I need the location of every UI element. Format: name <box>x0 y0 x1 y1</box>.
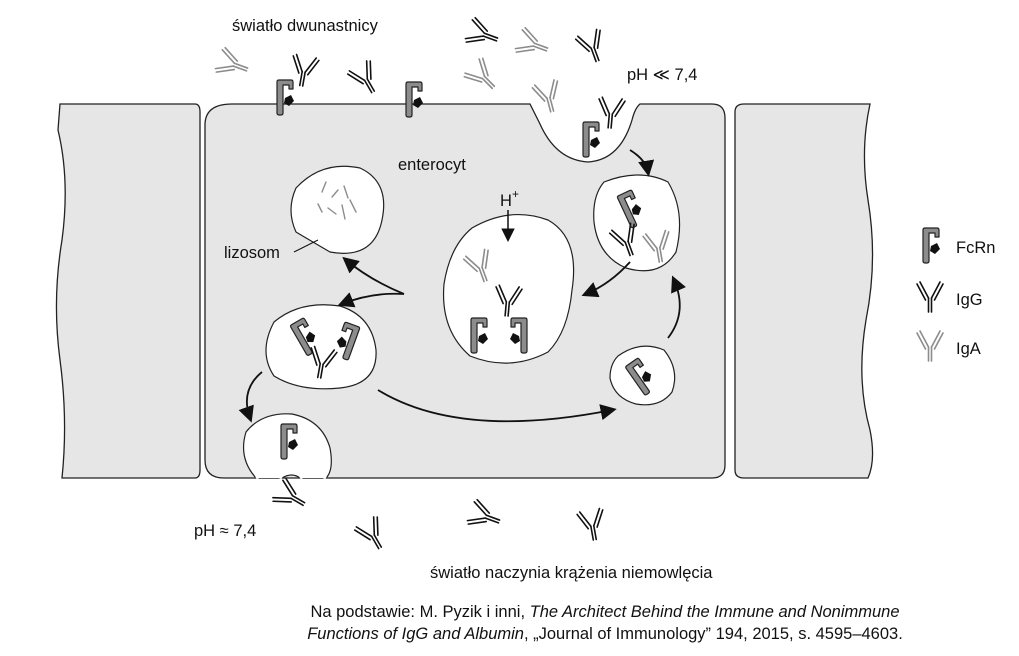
caption-suffix: , „Journal of Immunology” 194, 2015, s. … <box>523 625 903 643</box>
proton-charge-label: + <box>512 187 519 201</box>
caption-title-line2: Functions of IgG and Albumin <box>307 625 524 643</box>
iga-icon <box>916 330 944 362</box>
neighbor-cell-right <box>734 103 874 479</box>
legend-item-iga: IgA <box>916 330 981 362</box>
lysosome <box>290 165 385 254</box>
caption-prefix: Na podstawie: M. Pyzik i inni, <box>310 603 530 621</box>
igg-icon <box>916 281 944 313</box>
legend-label: IgG <box>956 291 983 309</box>
ph-acidic-label: pH ≪ 7,4 <box>627 66 697 84</box>
fcrn-icon <box>922 227 941 264</box>
caption-title-line1: The Architect Behind the Immune and Noni… <box>529 603 900 621</box>
blood-lumen-label: światło naczynia krążenia niemowlęcia <box>430 564 713 582</box>
lysosome-leader-line <box>293 239 319 253</box>
recycling-vesicle <box>609 345 676 406</box>
legend-label: IgA <box>956 340 981 358</box>
legend-label: FcRn <box>956 239 995 257</box>
fcrn-transcytosis-diagram: światło dwunastnicy pH ≪ 7,4 enterocyt H… <box>55 16 995 582</box>
legend-item-fcrn: FcRn <box>922 227 995 264</box>
blood-antibodies <box>270 476 609 556</box>
degraded-fragments <box>317 181 357 220</box>
proton-label: H <box>500 192 512 210</box>
neighbor-cell-left <box>55 103 201 479</box>
early-endosome <box>593 174 681 272</box>
legend-item-igg: IgG <box>916 281 983 313</box>
duodenal-lumen-label: światło dwunastnicy <box>232 17 379 35</box>
source-caption: Na podstawie: M. Pyzik i inni, The Archi… <box>210 601 1000 645</box>
lysosome-label: lizosom <box>224 244 280 262</box>
enterocyte-label: enterocyt <box>398 156 466 174</box>
pathway-arrows <box>238 149 686 423</box>
ph-neutral-label: pH ≈ 7,4 <box>194 522 256 540</box>
legend: FcRn IgG IgA <box>916 227 995 362</box>
